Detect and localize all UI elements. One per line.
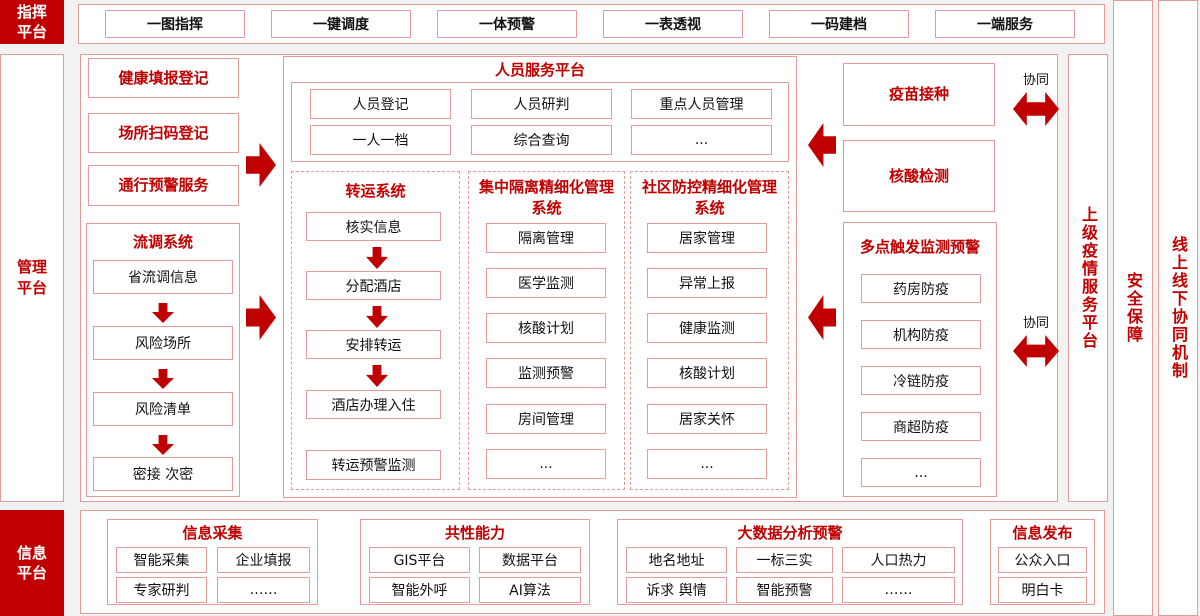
transfer-step-3: 酒店办理入住 — [306, 390, 441, 419]
isolation-item-4: 房间管理 — [486, 404, 606, 434]
info-item-common-3: AI算法 — [479, 577, 581, 603]
coop-label: 协同 — [1022, 315, 1049, 331]
command-platform-label: 指挥平台 — [0, 0, 64, 44]
right-arrow-icon — [246, 143, 276, 187]
info-item-collect-3: …… — [217, 577, 310, 603]
transfer-step-2: 安排转运 — [306, 330, 441, 359]
transfer-title: 转运系统 — [345, 181, 406, 200]
down-arrow-icon — [152, 303, 174, 323]
info-title-collect: 信息采集 — [182, 523, 243, 542]
info-item-bigdata-0: 地名地址 — [626, 547, 727, 573]
transfer-step-0: 核实信息 — [306, 212, 441, 241]
community-item-0: 居家管理 — [647, 223, 767, 253]
down-arrow-icon — [366, 247, 388, 269]
people-item-4: 综合查询 — [471, 125, 612, 155]
people-platform-title: 人员服务平台 — [494, 60, 585, 79]
monitor-item-3: 商超防疫 — [861, 412, 981, 441]
monitor-item-1: 机构防疫 — [861, 320, 981, 349]
isolation-item-0: 隔离管理 — [486, 223, 606, 253]
info-item-bigdata-4: 智能预警 — [736, 577, 833, 603]
info-item-bigdata-5: …… — [842, 577, 955, 603]
isolation-item-1: 医学监测 — [486, 268, 606, 298]
isolation-item-5: ... — [486, 449, 606, 479]
info-item-collect-2: 专家研判 — [116, 577, 207, 603]
monitor-box — [843, 222, 997, 497]
coop-label: 协同 — [1022, 72, 1049, 88]
left-service-1: 场所扫码登记 — [88, 113, 239, 153]
transfer-warning: 转运预警监测 — [306, 450, 441, 480]
vaccine-box: 疫苗接种 — [843, 63, 995, 126]
command-button-3: 一表透视 — [603, 10, 743, 38]
people-item-3: 一人一档 — [310, 125, 451, 155]
people-item-1: 人员研判 — [471, 89, 612, 119]
info-platform-label: 信息平台 — [0, 510, 64, 616]
people-item-0: 人员登记 — [310, 89, 451, 119]
left-arrow-icon — [808, 295, 836, 340]
community-item-5: ... — [647, 449, 767, 479]
left-service-2: 通行预警服务 — [88, 165, 239, 206]
mechanism-label: 线上线下协同机制 — [1158, 0, 1198, 616]
upper-platform-label: 上级疫情服务平台 — [1068, 54, 1108, 502]
down-arrow-icon — [366, 365, 388, 387]
double-arrow-icon — [1013, 92, 1059, 126]
transfer-step-1: 分配酒店 — [306, 271, 441, 300]
down-arrow-icon — [152, 435, 174, 455]
down-arrow-icon — [366, 306, 388, 328]
nucleic-test-box: 核酸检测 — [843, 140, 995, 212]
command-bar — [78, 4, 1105, 44]
security-label: 安全保障 — [1113, 0, 1153, 616]
down-arrow-icon — [152, 369, 174, 389]
community-item-3: 核酸计划 — [647, 358, 767, 388]
info-title-common: 共性能力 — [444, 523, 505, 542]
info-item-publish-1: 明白卡 — [998, 577, 1087, 603]
management-platform-label: 管理平台 — [0, 54, 64, 502]
left-arrow-icon — [808, 123, 836, 167]
community-item-1: 异常上报 — [647, 268, 767, 298]
flow-system-title: 流调系统 — [132, 232, 193, 251]
flow-step-2: 风险清单 — [93, 392, 233, 426]
command-button-2: 一体预警 — [437, 10, 577, 38]
info-item-bigdata-1: 一标三实 — [736, 547, 833, 573]
command-button-1: 一键调度 — [271, 10, 411, 38]
community-title: 社区防控精细化管理系统 — [641, 178, 777, 217]
people-item-5: ... — [631, 125, 772, 155]
double-arrow-icon — [1013, 335, 1059, 367]
people-item-2: 重点人员管理 — [631, 89, 772, 119]
right-arrow-icon — [246, 295, 276, 340]
monitor-item-2: 冷链防疫 — [861, 366, 981, 395]
info-item-common-1: 数据平台 — [479, 547, 581, 573]
info-item-common-2: 智能外呼 — [369, 577, 470, 603]
command-button-4: 一码建档 — [769, 10, 909, 38]
info-item-bigdata-2: 人口热力 — [842, 547, 955, 573]
isolation-item-3: 监测预警 — [486, 358, 606, 388]
community-item-2: 健康监测 — [647, 313, 767, 343]
monitor-item-4: ... — [861, 458, 981, 487]
flow-step-1: 风险场所 — [93, 326, 233, 360]
community-item-4: 居家关怀 — [647, 404, 767, 434]
info-item-publish-0: 公众入口 — [998, 547, 1087, 573]
isolation-item-2: 核酸计划 — [486, 313, 606, 343]
flow-step-0: 省流调信息 — [93, 260, 233, 294]
monitor-title: 多点触发监测预警 — [859, 237, 980, 256]
info-title-bigdata: 大数据分析预警 — [737, 523, 843, 542]
info-item-bigdata-3: 诉求 舆情 — [626, 577, 727, 603]
info-item-collect-0: 智能采集 — [116, 547, 207, 573]
isolation-title: 集中隔离精细化管理系统 — [478, 178, 614, 217]
info-title-publish: 信息发布 — [1012, 523, 1073, 542]
info-item-common-0: GIS平台 — [369, 547, 470, 573]
monitor-item-0: 药房防疫 — [861, 274, 981, 303]
command-button-5: 一端服务 — [935, 10, 1075, 38]
command-button-0: 一图指挥 — [105, 10, 245, 38]
info-item-collect-1: 企业填报 — [217, 547, 310, 573]
flow-step-3: 密接 次密 — [93, 457, 233, 491]
left-service-0: 健康填报登记 — [88, 58, 239, 98]
